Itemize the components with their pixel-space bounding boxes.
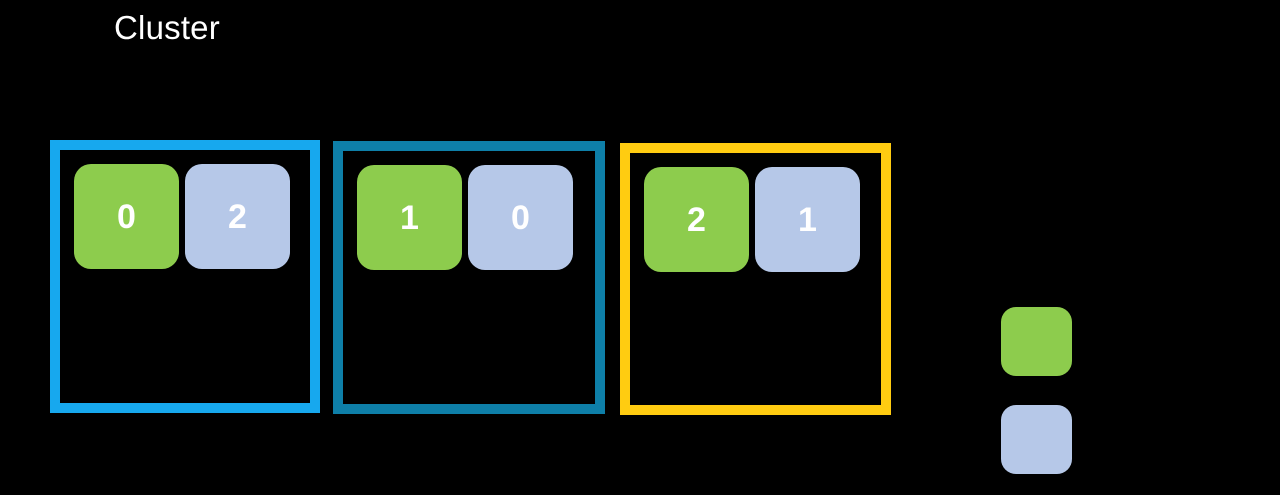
- cluster-1-tiles: 0 2: [74, 164, 290, 269]
- legend-swatch-blue: [1001, 405, 1072, 474]
- legend: [1001, 307, 1084, 474]
- cluster-inner-border-2: [341, 149, 597, 406]
- tile-green-cluster-3[interactable]: 2: [644, 167, 749, 272]
- cluster-box-1[interactable]: 0 2: [50, 140, 320, 413]
- cluster-border-3: [620, 143, 891, 415]
- cluster-box-3[interactable]: 2 1: [620, 143, 891, 415]
- cluster-box-2[interactable]: 1 0: [333, 141, 605, 414]
- legend-item-green[interactable]: [1001, 307, 1084, 376]
- tile-blue-cluster-3[interactable]: 1: [755, 167, 860, 272]
- tile-blue-cluster-2[interactable]: 0: [468, 165, 573, 270]
- page-title: Cluster: [114, 9, 220, 46]
- cluster-inner-border-3: [628, 151, 883, 407]
- legend-item-blue[interactable]: [1001, 405, 1084, 474]
- legend-swatch-green: [1001, 307, 1072, 376]
- tile-blue-cluster-1[interactable]: 2: [185, 164, 290, 269]
- cluster-3-tiles: 2 1: [644, 167, 860, 272]
- cluster-inner-border-1: [58, 148, 312, 405]
- tile-green-cluster-1[interactable]: 0: [74, 164, 179, 269]
- cluster-border-1: [50, 140, 320, 413]
- cluster-2-tiles: 1 0: [357, 165, 573, 270]
- cluster-border-2: [333, 141, 605, 414]
- tile-green-cluster-2[interactable]: 1: [357, 165, 462, 270]
